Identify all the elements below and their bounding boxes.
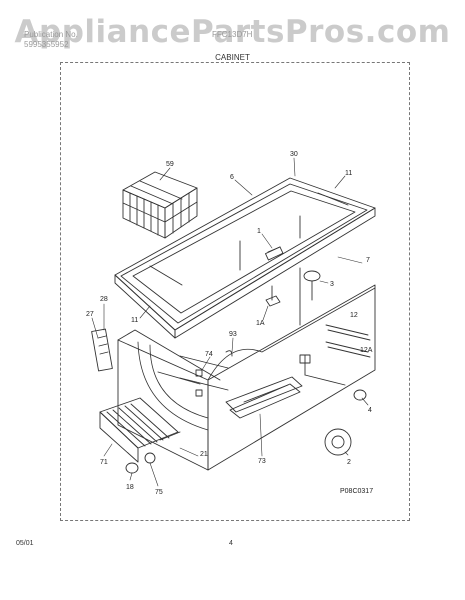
- callout-7: 7: [366, 257, 370, 264]
- leader-lines: [91, 157, 369, 487]
- callout-21: 21: [200, 451, 208, 458]
- thermostat: [91, 328, 113, 372]
- page-number: 4: [229, 540, 233, 547]
- nameplate: [225, 376, 303, 419]
- callout-30: 30: [290, 151, 298, 158]
- grille-panel: [99, 397, 181, 463]
- callout-4: 4: [368, 407, 372, 414]
- callout-59: 59: [166, 161, 174, 168]
- section-title: CABINET: [215, 53, 250, 62]
- callout-93: 93: [229, 331, 237, 338]
- callout-1a: 1A: [256, 320, 265, 327]
- publication-number: 5995355952: [24, 40, 69, 49]
- callout-11-left: 11: [131, 317, 138, 324]
- callout-75: 75: [155, 489, 163, 496]
- callout-73: 73: [258, 458, 266, 465]
- callout-1: 1: [257, 228, 261, 235]
- lid-assembly: [114, 177, 376, 339]
- callout-18: 18: [126, 484, 134, 491]
- callout-3: 3: [330, 281, 334, 288]
- cabinet-body: [117, 267, 376, 471]
- callout-74: 74: [205, 351, 213, 358]
- callout-71: 71: [100, 459, 108, 466]
- callout-6: 6: [230, 174, 234, 181]
- callout-12: 12: [350, 312, 358, 319]
- publication-label: Publication No.: [24, 30, 78, 39]
- callout-labels: 59 30 6 11 1 7 3 28 27 11 1A 93 74 12 12…: [86, 151, 373, 496]
- watermark-logo: AppliancePartsPros.com: [14, 14, 451, 50]
- storage-basket: [122, 171, 198, 239]
- callout-27: 27: [86, 311, 94, 318]
- diagram-frame: [60, 62, 410, 521]
- callout-11-top: 11: [345, 170, 352, 177]
- diagram-code: P08C0317: [340, 488, 373, 495]
- misc-parts: [125, 270, 371, 474]
- callout-12a: 12A: [360, 347, 373, 354]
- callout-2: 2: [347, 459, 351, 466]
- footer-date: 05/01: [16, 540, 34, 547]
- lid-handle: [265, 246, 284, 261]
- model-number: FFC13D7H: [212, 30, 253, 39]
- callout-28: 28: [100, 296, 108, 303]
